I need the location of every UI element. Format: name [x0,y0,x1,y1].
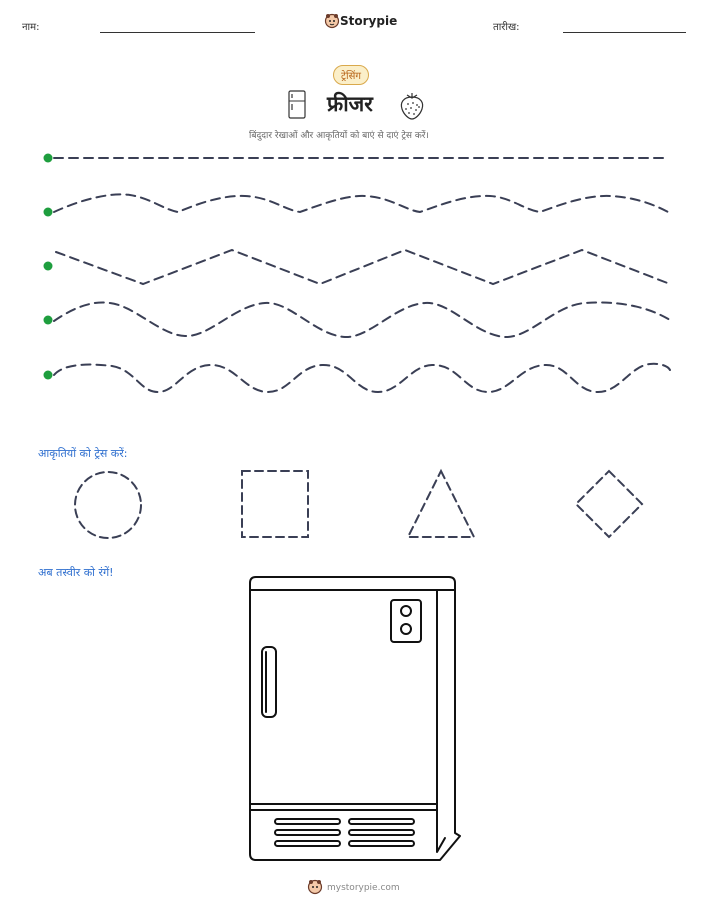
start-dot-3 [43,261,53,271]
date-label: तारीख: [493,22,520,33]
freezer-body [249,576,461,861]
trace-line-wave-2 [53,362,671,394]
page-title: फ्रीजर [327,92,373,116]
freezer-handle [261,646,277,718]
control-panel [390,599,422,643]
shapes-heading: आकृतियों को ट्रेस करें: [38,447,128,460]
instruction-text: बिंदुदार रेखाओं और आकृतियों को बाएं से द… [249,131,429,141]
name-field-line[interactable] [100,32,255,33]
date-field-line[interactable] [563,32,686,33]
brand-name: Storypie [340,14,398,28]
start-dot-5 [43,370,53,380]
color-heading: अब तस्वीर को रंगें! [38,566,114,579]
vent-slot-1 [274,818,341,825]
vent-slot-4 [348,818,415,825]
trace-triangle [406,468,476,538]
control-knob-top [400,605,412,617]
start-dot-4 [43,315,53,325]
fridge-icon [287,90,307,120]
vent-slot-3 [274,840,341,847]
strawberry-icon [398,91,426,121]
footer-logo-icon [307,879,323,895]
trace-line-curve-1 [53,193,669,214]
vent-slot-2 [274,829,341,836]
footer-url[interactable]: mystorypie.com [327,883,400,893]
control-knob-bottom [400,623,412,635]
start-dot-1 [43,153,53,163]
vent-slot-6 [348,840,415,847]
trace-line-wave-1 [53,301,671,339]
tracing-badge: ट्रेसिंग [333,65,370,85]
trace-line-zigzag [55,248,671,286]
vent-slot-5 [348,829,415,836]
storypie-logo-icon [324,13,340,29]
name-label: नाम: [22,22,40,33]
trace-circle [74,471,142,539]
trace-square [241,470,309,538]
start-dot-2 [43,207,53,217]
trace-diamond [574,469,644,539]
